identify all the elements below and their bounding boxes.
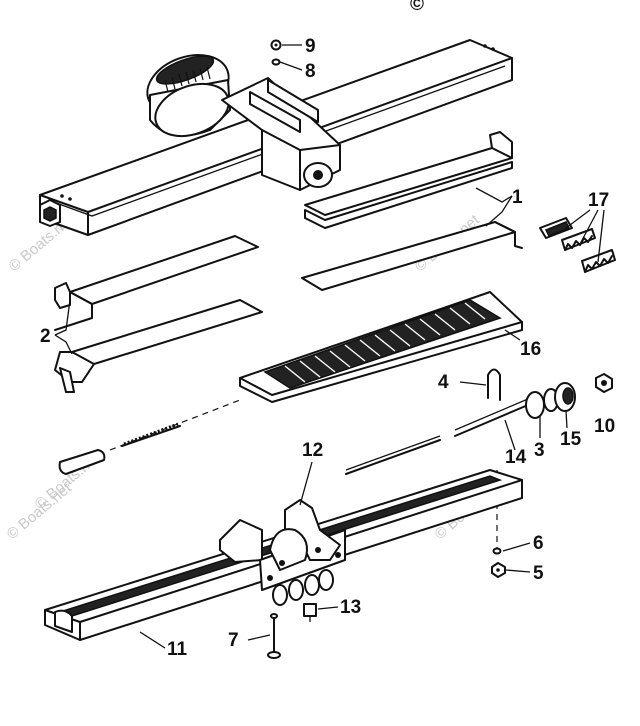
callout-17: 17 — [588, 190, 609, 211]
roll-pin — [58, 449, 106, 475]
callout-1: 1 — [512, 187, 523, 208]
u-bolt-part-4 — [487, 368, 501, 401]
callout-labels: 9 8 1 17 2 16 4 10 3 15 14 12 6 5 13 7 1… — [40, 36, 615, 660]
small-racks-part-17 — [539, 217, 616, 273]
spring-rod — [121, 422, 181, 447]
bolt-part-7 — [267, 613, 281, 659]
callout-9: 9 — [305, 36, 316, 57]
callout-8: 8 — [305, 61, 316, 82]
callout-15: 15 — [560, 429, 582, 450]
nut-part-5 — [491, 562, 506, 578]
copyright-mark: © — [410, 0, 424, 15]
callout-4: 4 — [438, 372, 449, 393]
carriage-part-12 — [219, 499, 346, 606]
callout-11: 11 — [167, 639, 188, 660]
washer-part-6 — [492, 547, 502, 555]
callout-14: 14 — [505, 447, 527, 468]
callout-2: 2 — [40, 326, 51, 347]
leader-lines — [54, 44, 605, 649]
washer-part-8 — [271, 58, 281, 66]
upper-tube-assembly — [39, 39, 513, 236]
screw-part-13 — [303, 603, 317, 622]
long-rod — [345, 435, 441, 475]
callout-6: 6 — [533, 533, 544, 554]
callout-7: 7 — [228, 630, 239, 651]
nut-part-10 — [595, 373, 613, 393]
rack-plate-part-16 — [239, 291, 523, 403]
callout-13: 13 — [340, 597, 361, 618]
callout-12: 12 — [302, 440, 323, 461]
callout-3: 3 — [534, 440, 545, 461]
callout-10: 10 — [594, 416, 615, 437]
plates-right-part-1 — [301, 131, 523, 291]
plates-left-part-2 — [54, 235, 263, 393]
nut-part-9 — [270, 39, 282, 51]
callout-5: 5 — [533, 563, 544, 584]
rod-part-14 — [454, 382, 576, 437]
callout-16: 16 — [520, 339, 541, 360]
